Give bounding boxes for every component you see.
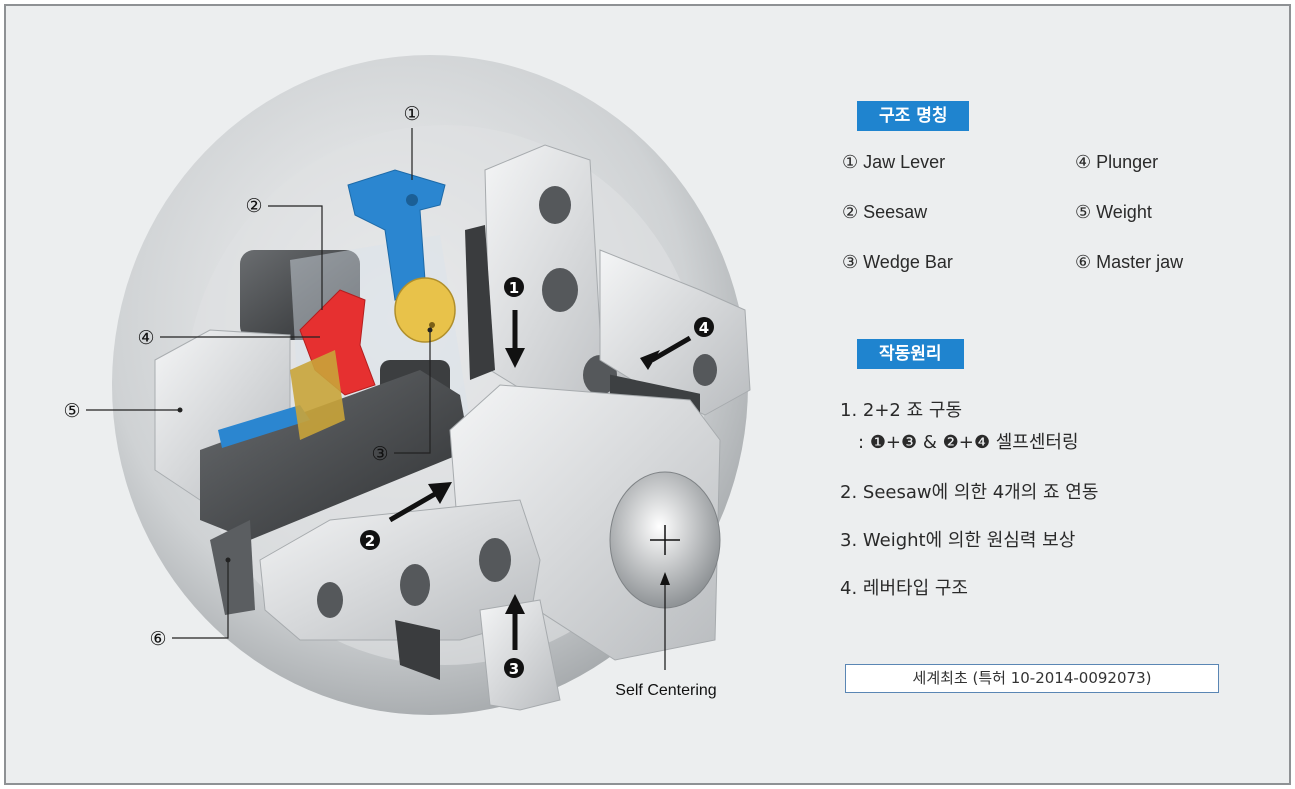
callout-6: ⑥ — [149, 628, 166, 650]
plunger — [394, 277, 456, 343]
callout-3: ③ — [371, 443, 388, 465]
part-weight: ⑤ Weight — [1075, 202, 1152, 222]
part-jaw-lever: ① Jaw Lever — [842, 152, 946, 172]
callout-5: ⑤ — [63, 400, 80, 422]
part-wedge-bar: ③ Wedge Bar — [842, 252, 953, 272]
principle-heading: 작동원리 — [857, 339, 964, 369]
master-jaw — [210, 520, 255, 615]
jaw-lever — [347, 169, 446, 301]
part-seesaw: ② Seesaw — [842, 202, 928, 222]
badge-1: 1 — [504, 277, 524, 297]
jaw-bottom — [395, 599, 561, 711]
jaw-lever-pin — [406, 194, 418, 206]
self-centering-label: Self Centering — [615, 682, 716, 699]
principle-line-1: 1. 2+2 죠 구동 — [840, 400, 963, 421]
svg-text:2: 2 — [365, 532, 375, 550]
wedge-bar — [200, 370, 470, 540]
callout-2: ② — [245, 195, 262, 217]
leader-2 — [268, 205, 323, 310]
leader-6 — [172, 560, 229, 639]
callout-1: ① — [403, 103, 420, 125]
badge-3: 3 — [504, 658, 524, 678]
principle-line-3: 3. Weight에 의한 원심력 보상 — [840, 530, 1076, 551]
jaw-lower-left — [259, 499, 541, 641]
svg-text:4: 4 — [699, 319, 709, 337]
callout-4: ④ — [137, 327, 154, 349]
part-master-jaw: ⑥ Master jaw — [1075, 252, 1184, 272]
seesaw-bracket — [290, 350, 345, 440]
principle-line-4: 4. 레버타입 구조 — [840, 578, 968, 599]
badge-4: 4 — [694, 317, 714, 337]
badge-2: 2 — [360, 530, 380, 550]
svg-text:1: 1 — [509, 279, 519, 297]
principle-line-2: 2. Seesaw에 의한 4개의 죠 연동 — [840, 482, 1099, 503]
motion-arrows — [388, 310, 692, 650]
principle-line-1-detail: : ❶+❸ & ❷+❹ 셀프센터링 — [858, 432, 1079, 453]
patent-note: 세계최초 (특허 10-2014-0092073) — [845, 664, 1219, 693]
lower-lever-blue — [218, 405, 310, 448]
svg-text:3: 3 — [509, 660, 519, 678]
leader-3 — [394, 330, 431, 454]
self-centering-marker: Self Centering — [615, 525, 717, 699]
part-plunger: ④ Plunger — [1075, 152, 1159, 172]
structure-heading: 구조 명칭 — [857, 101, 970, 131]
